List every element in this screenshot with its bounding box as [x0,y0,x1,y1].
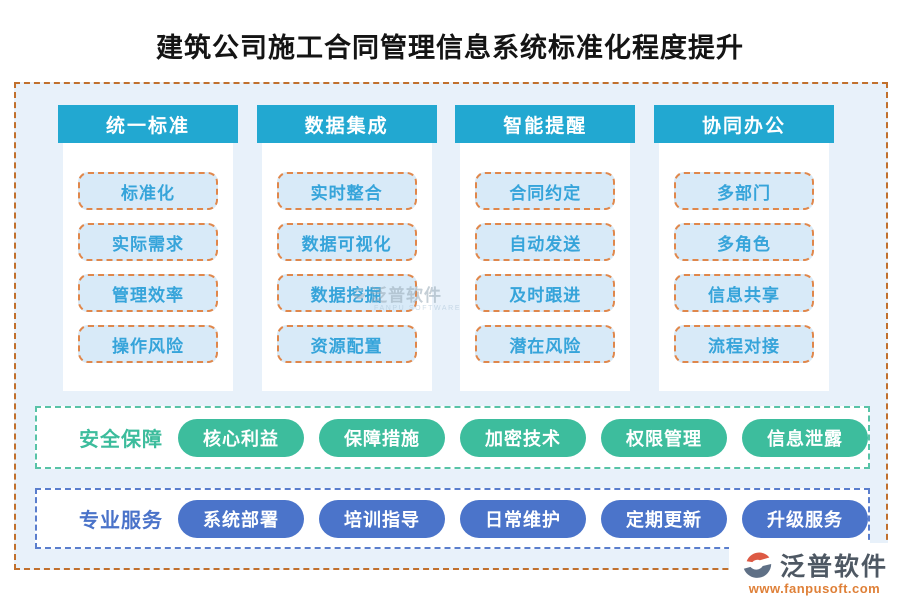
service-band-label: 专业服务 [79,510,163,532]
feature-item: 资源配置 [276,325,417,363]
column-panel: 合同约定 自动发送 及时跟进 潜在风险 [460,143,631,391]
security-pills: 核心利益 保障措施 加密技术 权限管理 信息泄露 [178,418,868,457]
footer-brand-name: 泛普软件 [779,554,888,581]
fanpu-logo-icon [741,548,775,582]
security-band-label: 安全保障 [79,429,163,451]
service-pills: 系统部署 培训指导 日常维护 定期更新 升级服务 [178,499,868,538]
footer-url[interactable]: www.fanpusoft.com [748,581,881,596]
security-band: 安全保障 核心利益 保障措施 加密技术 权限管理 信息泄露 [35,406,870,469]
feature-item: 实时整合 [276,172,417,210]
security-pill: 加密技术 [460,418,586,457]
feature-item: 管理效率 [78,274,218,312]
column-panel: 标准化 实际需求 管理效率 操作风险 [63,143,233,391]
security-pill: 核心利益 [178,418,304,457]
feature-item: 数据挖掘 [276,274,417,312]
column-header: 数据集成 [256,105,437,143]
column-smart-reminder: 智能提醒 合同约定 自动发送 及时跟进 潜在风险 [455,105,636,391]
footer-brand-block: 泛普软件 www.fanpusoft.com [728,543,898,600]
feature-item: 流程对接 [673,325,814,363]
feature-item: 及时跟进 [475,274,616,312]
feature-item: 标准化 [78,172,218,210]
diagram-frame: 统一标准 标准化 实际需求 管理效率 操作风险 数据集成 实时整合 数据可视化 … [14,82,888,570]
feature-item: 自动发送 [475,223,616,261]
feature-item: 数据可视化 [276,223,417,261]
column-collaboration: 协同办公 多部门 多角色 信息共享 流程对接 [653,105,834,391]
security-pill: 权限管理 [601,418,727,457]
feature-item: 潜在风险 [475,325,616,363]
feature-item: 合同约定 [475,172,616,210]
feature-item: 信息共享 [673,274,814,312]
column-data-integration: 数据集成 实时整合 数据可视化 数据挖掘 资源配置 [256,105,437,391]
column-panel: 实时整合 数据可视化 数据挖掘 资源配置 [261,143,432,391]
service-pill: 系统部署 [178,499,304,538]
column-header: 统一标准 [58,105,238,143]
column-header: 协同办公 [653,105,834,143]
column-unified-standard: 统一标准 标准化 实际需求 管理效率 操作风险 [58,105,238,391]
service-pill: 培训指导 [319,499,445,538]
feature-item: 多角色 [673,223,814,261]
service-pill: 定期更新 [601,499,727,538]
column-panel: 多部门 多角色 信息共享 流程对接 [658,143,829,391]
feature-item: 多部门 [673,172,814,210]
service-band: 专业服务 系统部署 培训指导 日常维护 定期更新 升级服务 [35,488,870,549]
feature-columns: 统一标准 标准化 实际需求 管理效率 操作风险 数据集成 实时整合 数据可视化 … [58,105,834,391]
feature-item: 实际需求 [78,223,218,261]
security-pill: 信息泄露 [742,418,868,457]
feature-item: 操作风险 [78,325,218,363]
service-pill: 升级服务 [742,499,868,538]
security-pill: 保障措施 [319,418,445,457]
column-header: 智能提醒 [455,105,636,143]
page-title: 建筑公司施工合同管理信息系统标准化程度提升 [156,33,744,63]
service-pill: 日常维护 [460,499,586,538]
